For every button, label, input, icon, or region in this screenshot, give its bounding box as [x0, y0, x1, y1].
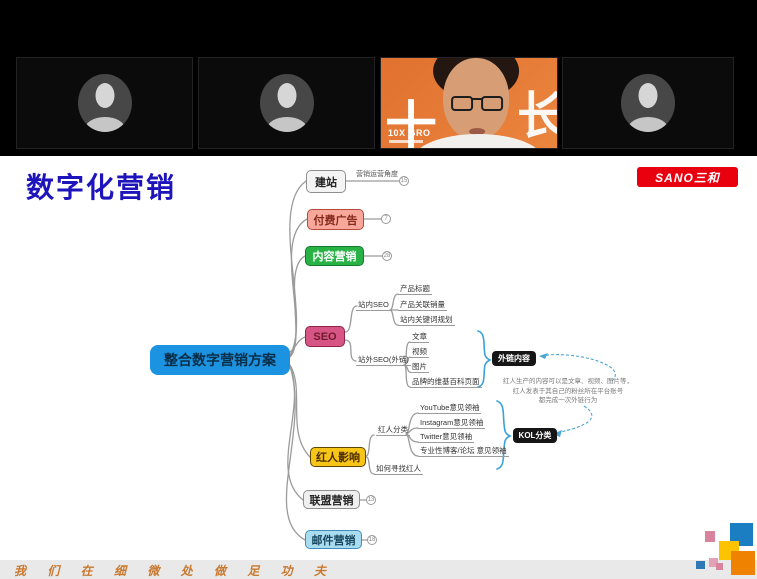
- brand-logo: SANO三和: [637, 167, 738, 187]
- backdrop-watermark-right: 长: [517, 76, 557, 148]
- branch-email-marketing[interactable]: 邮件营销: [305, 530, 362, 549]
- leaf-brand-wikipedia[interactable]: 品牌的维基百科页面: [410, 377, 482, 388]
- avatar-head: [638, 83, 658, 108]
- influencer-annotation: 红人生产的内容可以是文章、视频、图片等， 红人发表于其自己的粉丝所在平台账号 都…: [495, 377, 641, 406]
- leaf-images[interactable]: 图片: [410, 362, 429, 373]
- avatar-shoulders: [628, 117, 668, 132]
- annotation-line: 红人生产的内容可以是文章、视频、图片等，: [503, 378, 633, 385]
- participant-tile-speaker[interactable]: 十 长 10X GRO: [380, 57, 558, 149]
- annotation-line: 红人发表于其自己的粉丝所在平台账号: [512, 387, 624, 395]
- leaf-videos[interactable]: 视频: [410, 347, 429, 358]
- page-title: 数字化营销: [26, 172, 177, 203]
- logo-square-pink-small: [709, 558, 718, 567]
- avatar-placeholder-icon: [77, 74, 132, 132]
- topic-onsite-seo[interactable]: 站内SEO: [356, 300, 391, 311]
- collapse-badge[interactable]: 13: [366, 495, 376, 505]
- leaf-youtube-kol[interactable]: YouTube意见领袖: [418, 403, 482, 414]
- leaf-product-title[interactable]: 产品标题: [398, 284, 432, 295]
- leaf-blog-forum-kol[interactable]: 专业性博客/论坛 意见领袖: [418, 446, 509, 457]
- mindmap-root-node[interactable]: 整合数字营销方案: [150, 345, 290, 375]
- topic-find-influencers[interactable]: 如何寻找红人: [374, 464, 423, 475]
- avatar-placeholder-icon: [621, 74, 675, 132]
- backdrop-caption-subline: [389, 140, 423, 143]
- branch-affiliate-marketing[interactable]: 联盟营销: [303, 490, 360, 509]
- presenter-mouth: [469, 128, 486, 135]
- logo-square-pink-tiny: [716, 563, 723, 570]
- glasses-lens: [481, 96, 504, 111]
- topic-influencer-classify[interactable]: 红人分类: [376, 425, 410, 436]
- leaf-twitter-kol[interactable]: Twitter意见领袖: [418, 432, 475, 443]
- glasses-lens: [451, 96, 474, 111]
- collapse-badge[interactable]: 18: [367, 535, 377, 545]
- branch-paid-ads[interactable]: 付费广告: [307, 209, 364, 230]
- logo-square-pink: [705, 531, 715, 542]
- logo-square-blue-small: [696, 561, 705, 569]
- topic-offsite-seo[interactable]: 站外SEO(外链): [356, 355, 411, 366]
- branch-seo[interactable]: SEO: [305, 326, 345, 347]
- shared-slide: [0, 156, 757, 560]
- leaf-product-related-sales[interactable]: 产品关联销量: [398, 300, 447, 311]
- branch-content-marketing[interactable]: 内容营销: [305, 246, 364, 266]
- collapse-badge[interactable]: 15: [399, 176, 409, 186]
- participant-tile-2[interactable]: [198, 57, 375, 149]
- logo-square-orange: [731, 551, 755, 575]
- callout-kol-classify[interactable]: KOL分类: [513, 428, 557, 443]
- callout-external-link-content[interactable]: 外链内容: [492, 351, 536, 366]
- avatar-placeholder-icon: [259, 74, 314, 132]
- avatar-shoulders: [266, 117, 307, 132]
- presenter-shirt: [413, 134, 544, 148]
- backdrop-caption: 10X GRO: [388, 128, 431, 138]
- participant-tile-1[interactable]: [16, 57, 193, 149]
- presenter-glasses: [451, 96, 504, 112]
- leaf-instagram-kol[interactable]: Instagram意见领袖: [418, 418, 486, 429]
- avatar-shoulders: [84, 117, 125, 132]
- participant-tile-4[interactable]: [562, 57, 734, 149]
- footer-bar: [0, 560, 757, 579]
- note-marketing-ops: 营销运营角度: [356, 171, 398, 178]
- glasses-bridge: [472, 98, 483, 100]
- footer-slogan: 我 们 在 细 微 处 做 足 功 夫: [14, 564, 336, 578]
- avatar-head: [95, 83, 114, 108]
- collapse-badge[interactable]: 7: [381, 214, 391, 224]
- branch-influencer[interactable]: 红人影响: [310, 447, 366, 467]
- leaf-onsite-keyword-plan[interactable]: 站内关键词规划: [398, 315, 455, 326]
- collapse-badge[interactable]: 28: [382, 251, 392, 261]
- presenter: [413, 58, 544, 148]
- backdrop-watermark-left: 十: [385, 98, 438, 149]
- branch-website-building[interactable]: 建站: [306, 170, 346, 193]
- logo-square-blue: [730, 523, 753, 546]
- leaf-articles[interactable]: 文章: [410, 332, 429, 343]
- annotation-line: 都完成一次外链行为: [538, 397, 598, 404]
- avatar-head: [277, 83, 296, 108]
